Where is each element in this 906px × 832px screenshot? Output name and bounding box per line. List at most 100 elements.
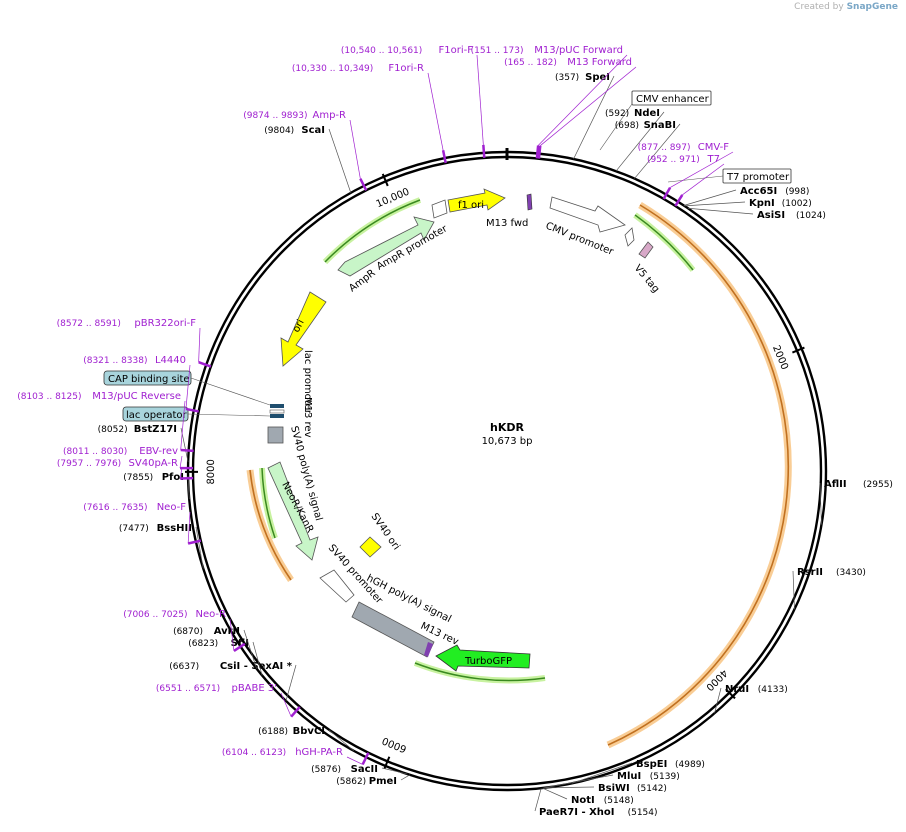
site-name-noti: NotI [571, 795, 595, 806]
lac-operator-leader [187, 413, 271, 417]
site-leader-nrui [714, 687, 722, 714]
ampr-green-arc [324, 199, 421, 263]
restriction-sites: SpeI(357)NdeI(592)SnaBI(698)Acc65I(998)K… [98, 72, 893, 818]
m13-fwd-marker [526, 193, 533, 211]
primer-leader-neo-r [229, 618, 235, 651]
sv40-ori-marker [359, 536, 382, 558]
ori-arrow [280, 291, 327, 367]
primer-pos-t7: (952 .. 971) [647, 155, 700, 165]
primer-name-t7: T7 [707, 154, 720, 165]
tick-label-8000: 8000 [206, 459, 217, 484]
site-name-csii-sexai: CsiI - SexAI * [220, 661, 293, 672]
primer-leader-pbabe-3 [280, 692, 292, 717]
primer-leader-f1ori-r [427, 72, 444, 151]
tick-mark-2000 [792, 346, 805, 354]
cmv-enhancer-leader [599, 103, 633, 151]
primer-name-hgh-pa-r: hGH-PA-R [295, 747, 343, 758]
primer-leader-ebv-rev [179, 455, 183, 469]
primer-pos-sv40pa-r: (7957 .. 7976) [57, 459, 121, 469]
primer-pos-f1ori-r: (10,330 .. 10,349) [292, 64, 373, 74]
ori-label: ori [291, 318, 307, 335]
site-name-bsshii: BssHII [157, 523, 192, 534]
site-leader-avrii [243, 629, 257, 669]
site-leader-csii-sexai [285, 664, 297, 702]
primer-name-pbr322ori-f: pBR322ori-F [134, 318, 196, 329]
primer-leader-hgh-pa-r [346, 756, 363, 765]
site-name-snabi: SnaBI [644, 120, 676, 131]
primer-leader-pbr322ori-f [198, 327, 201, 363]
site-name-sacii: SacII [351, 764, 378, 775]
site-name-paer7i-xhoi: PaeR7I - XhoI [539, 807, 615, 818]
primer-pos-neo-r: (7006 .. 7025) [123, 610, 187, 620]
primer-name-m13-puc-reverse: M13/pUC Reverse [92, 391, 181, 402]
primer-name-neo-f: Neo-F [157, 502, 187, 513]
primer-pos-l4440: (8321 .. 8338) [83, 356, 147, 366]
f1-ori-arrow [447, 188, 506, 213]
primer-leader-l4440 [185, 364, 191, 409]
primer-leader-m13-puc-forward [537, 54, 628, 146]
cmv-small-arrow [624, 227, 635, 247]
primer-mark-pbr322ori-f [198, 361, 212, 368]
primer-mark-f1ori-r [441, 150, 447, 164]
site-pos-aflii: (2955) [863, 480, 893, 490]
site-pos-avrii: (6870) [173, 627, 203, 637]
primer-mark-t7 [674, 194, 684, 207]
primer-mark-cmv-f [662, 186, 672, 200]
site-leader-sfii [252, 641, 263, 676]
site-name-acc65i: Acc65I [740, 186, 777, 197]
primer-leader-amp-r [349, 119, 361, 179]
site-pos-acc65i: (998) [785, 187, 809, 197]
site-leader-pfoi [187, 475, 190, 500]
site-leader-snabi [634, 123, 681, 179]
site-pos-ndei: (592) [605, 109, 629, 119]
primer-pos-f1ori-f: (10,540 .. 10,561) [341, 46, 422, 56]
primer-leader-sv40pa-r [179, 467, 183, 479]
neor-kanr-arrow [267, 461, 319, 561]
ampr-arrow [337, 216, 435, 277]
site-leader-kpni [684, 201, 746, 207]
primers: M13/pUC Forward (151 .. 173) M13 Forward (1… [17, 45, 734, 765]
v5-green-arc [634, 214, 694, 271]
site-leader-asisi [687, 207, 754, 215]
site-name-kpni: KpnI [749, 198, 775, 209]
site-name-rsrii: RsrII [797, 567, 823, 578]
primer-name-amp-r: Amp-R [313, 110, 347, 121]
primer-mark-f1ori-f [482, 144, 486, 158]
primer-name-m13-puc-forward: M13/pUC Forward [534, 45, 623, 56]
primer-leader-m13-forward [540, 66, 637, 146]
ampr-promoter-arrow [431, 199, 448, 219]
site-leader-noti [542, 787, 568, 800]
site-leader-scai [328, 128, 352, 193]
primer-name-m13-forward: M13 Forward [567, 57, 632, 68]
site-pos-csii-sexai: (6637) [169, 662, 199, 672]
boxed-labels: CMV enhancer T7 promoter CAP binding sit… [103, 90, 792, 422]
primer-name-sv40pa-r: SV40pA-R [129, 458, 178, 469]
primer-pos-pbr322ori-f: (8572 .. 8591) [57, 319, 121, 329]
site-leader-bsiwi [543, 786, 595, 789]
site-pos-rsrii: (3430) [836, 568, 866, 578]
tick-label-6000: 6000 [381, 734, 409, 754]
primer-pos-m13-puc-forward: (151 .. 173) [471, 46, 524, 56]
site-name-bbvci: BbvCI [293, 726, 325, 737]
site-name-pmei: PmeI [369, 776, 397, 787]
m13-fwd-label: M13 fwd [486, 218, 528, 229]
primer-pos-neo-f: (7616 .. 7635) [83, 503, 147, 513]
primer-mark-l4440 [185, 407, 199, 413]
site-leader-mlui [543, 774, 614, 789]
tick-mark-6000 [383, 756, 391, 770]
site-pos-asisi: (1024) [796, 211, 826, 221]
orf-arcs [246, 201, 792, 749]
plasmid-name: hKDR [490, 421, 524, 434]
primer-name-ebv-rev: EBV-rev [139, 446, 178, 457]
turbogfp-arrow [435, 644, 531, 672]
primer-name-f1ori-f: F1ori-F [439, 45, 474, 56]
site-name-ndei: NdeI [634, 108, 660, 119]
site-name-bstz17i: BstZ17I [134, 424, 177, 435]
site-leader-bsshii [195, 526, 204, 569]
site-pos-pmei: (5862) [336, 777, 366, 787]
site-leader-acc65i [683, 189, 737, 206]
v5-tag-marker [638, 241, 654, 259]
site-pos-bspei: (4989) [675, 760, 705, 770]
m13-rev-marker-lower [424, 642, 433, 657]
